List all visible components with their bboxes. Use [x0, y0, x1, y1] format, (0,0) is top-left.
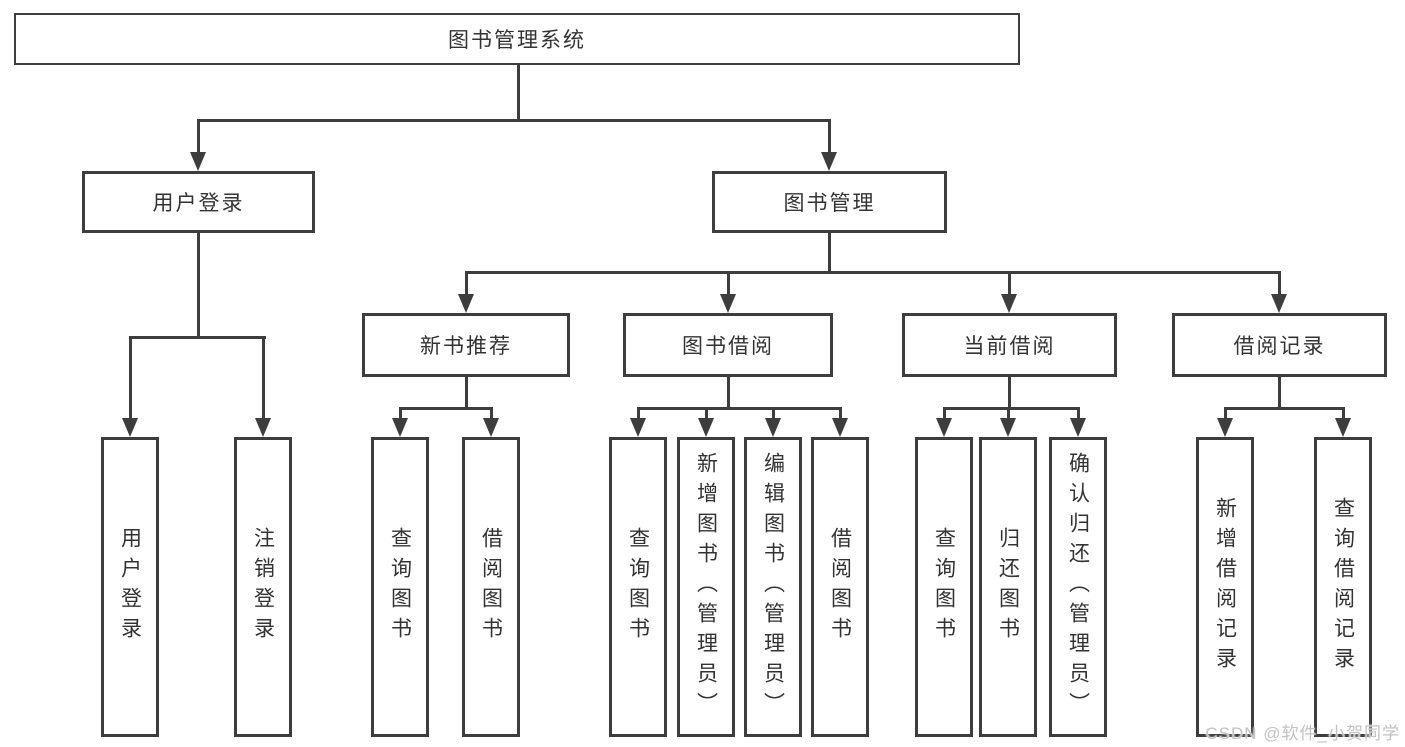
connector-arrowhead: [1335, 418, 1351, 437]
connector-arrowhead: [1000, 418, 1016, 437]
connector-arrowhead: [720, 294, 736, 313]
leaf-cb-confirm-return-admin: 确认归还（管理员）: [1049, 437, 1107, 737]
watermark: CSDN @软件_小贺同学: [1205, 724, 1400, 743]
leaf-bb-query-books: 查询图书: [609, 437, 667, 737]
connector-vline: [197, 233, 200, 336]
node-book-management-label: 图书管理: [783, 192, 876, 215]
leaf-nr-borrow-books: 借阅图书: [462, 437, 520, 737]
connector-arrowhead: [122, 418, 138, 437]
leaf-nr-borrow-books-label: 借阅图书: [479, 527, 503, 647]
node-borrow-records-label: 借阅记录: [1233, 335, 1326, 358]
node-current-borrow-label: 当前借阅: [963, 335, 1056, 358]
connector-vline: [705, 407, 708, 421]
leaf-bb-edit-books-admin: 编辑图书（管理员）: [744, 437, 802, 737]
connector-hline: [943, 407, 1080, 410]
connector-vline: [839, 407, 842, 421]
connector-vline: [262, 336, 265, 421]
leaf-user-login-label: 用户登录: [118, 527, 142, 647]
leaf-bb-borrow-books: 借阅图书: [811, 437, 869, 737]
leaf-logout: 注销登录: [234, 437, 292, 737]
node-root-label: 图书管理系统: [448, 29, 586, 52]
leaf-logout-label: 注销登录: [251, 527, 275, 647]
connector-arrowhead: [483, 418, 499, 437]
connector-hline: [197, 119, 831, 122]
connector-vline: [727, 377, 730, 407]
connector-hline: [465, 271, 1280, 274]
node-user-login-group: 用户登录: [82, 171, 315, 233]
connector-vline: [1007, 407, 1010, 421]
leaf-br-query-record-label: 查询借阅记录: [1331, 497, 1355, 677]
node-user-login-group-label: 用户登录: [152, 192, 245, 215]
leaf-br-add-record: 新增借阅记录: [1196, 437, 1254, 737]
leaf-br-query-record: 查询借阅记录: [1314, 437, 1372, 737]
connector-vline: [1224, 407, 1227, 421]
leaf-br-add-record-label: 新增借阅记录: [1213, 497, 1237, 677]
connector-arrowhead: [1001, 294, 1017, 313]
connector-vline: [1342, 407, 1345, 421]
node-book-borrow: 图书借阅: [623, 313, 833, 377]
connector-vline: [943, 407, 946, 421]
connector-arrowhead: [1070, 418, 1086, 437]
connector-arrowhead: [255, 418, 271, 437]
node-new-book-recommend-label: 新书推荐: [420, 335, 512, 358]
leaf-user-login: 用户登录: [101, 437, 159, 737]
node-current-borrow: 当前借阅: [902, 313, 1117, 377]
leaf-cb-return-books: 归还图书: [979, 437, 1037, 737]
connector-vline: [637, 407, 640, 421]
connector-vline: [1008, 377, 1011, 407]
connector-vline: [828, 119, 831, 155]
connector-arrowhead: [190, 152, 206, 171]
connector-vline: [1278, 271, 1281, 297]
connector-arrowhead: [821, 152, 837, 171]
connector-hline: [1224, 407, 1344, 410]
connector-arrowhead: [832, 418, 848, 437]
connector-arrowhead: [630, 418, 646, 437]
connector-vline: [727, 271, 730, 297]
connector-vline: [1077, 407, 1080, 421]
leaf-nr-query-books-label: 查询图书: [388, 527, 412, 647]
connector-arrowhead: [458, 294, 474, 313]
leaf-cb-query-books-label: 查询图书: [932, 527, 956, 647]
connector-arrowhead: [392, 418, 408, 437]
connector-hline: [129, 336, 266, 339]
connector-arrowhead: [698, 418, 714, 437]
leaf-bb-edit-books-admin-label: 编辑图书（管理员）: [761, 452, 785, 722]
leaf-bb-query-books-label: 查询图书: [626, 527, 650, 647]
connector-vline: [1008, 271, 1011, 297]
node-borrow-records: 借阅记录: [1172, 313, 1387, 377]
connector-arrowhead: [1217, 418, 1233, 437]
connector-vline: [772, 407, 775, 421]
node-new-book-recommend: 新书推荐: [362, 313, 570, 377]
connector-vline: [828, 233, 831, 271]
leaf-nr-query-books: 查询图书: [371, 437, 429, 737]
connector-vline: [517, 65, 520, 119]
node-root: 图书管理系统: [14, 13, 1020, 65]
connector-arrowhead: [765, 418, 781, 437]
connector-arrowhead: [1271, 294, 1287, 313]
leaf-cb-return-books-label: 归还图书: [996, 527, 1020, 647]
leaf-bb-add-books-admin: 新增图书（管理员）: [677, 437, 735, 737]
connector-vline: [197, 119, 200, 155]
connector-arrowhead: [936, 418, 952, 437]
connector-vline: [129, 336, 132, 421]
leaf-bb-add-books-admin-label: 新增图书（管理员）: [694, 452, 718, 722]
leaf-cb-confirm-return-admin-label: 确认归还（管理员）: [1066, 452, 1090, 722]
connector-hline: [399, 407, 492, 410]
node-book-management: 图书管理: [712, 171, 947, 233]
leaf-bb-borrow-books-label: 借阅图书: [828, 527, 852, 647]
connector-vline: [1278, 377, 1281, 407]
connector-vline: [465, 377, 468, 407]
connector-vline: [490, 407, 493, 421]
leaf-cb-query-books: 查询图书: [915, 437, 973, 737]
node-book-borrow-label: 图书借阅: [682, 335, 774, 358]
connector-vline: [399, 407, 402, 421]
connector-vline: [465, 271, 468, 297]
connector-hline: [637, 407, 841, 410]
